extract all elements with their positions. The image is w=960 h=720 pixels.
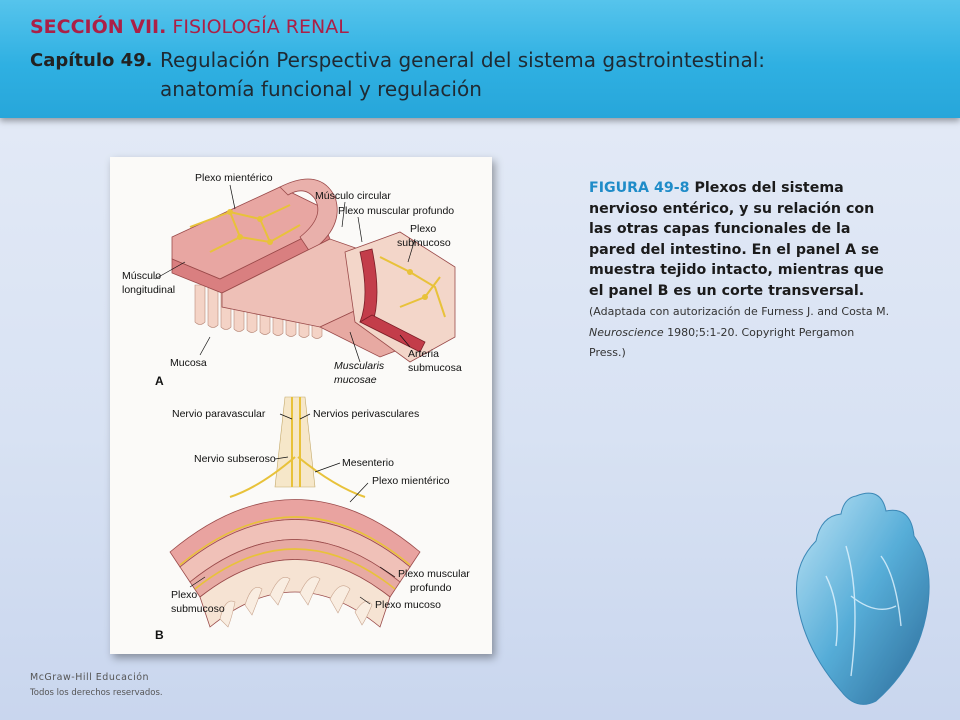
label-musculo-longitudinal-1: Músculo [122,270,161,282]
label-mesenterio: Mesenterio [342,457,394,469]
label-nervio-paravascular: Nervio paravascular [172,408,266,420]
figure-caption: FIGURA 49-8 Plexos del sistema nervioso … [589,178,894,363]
label-nervios-perivasculares: Nervios perivasculares [313,408,419,420]
label-plexo-mienterico-b: Plexo mientérico [372,475,450,487]
chapter-title-line2: anatomía funcional y regulación [160,77,482,101]
label-plexo-muscular-profundo-b-1: Plexo muscular [398,568,470,580]
section-number: SECCIÓN VII. [30,16,167,38]
chapter-label: Capítulo 49. [30,50,153,71]
figure-illustration: Plexo mientérico Músculo circular Plexo … [122,172,470,642]
section-name: FISIOLOGÍA RENAL [172,16,349,38]
label-nervio-subseroso: Nervio subseroso [194,453,276,465]
panel-a-illustration: Plexo mientérico Músculo circular Plexo … [122,172,462,388]
anatomy-figure: Plexo mientérico Músculo circular Plexo … [110,157,492,654]
panel-b-letter: B [155,628,164,642]
copyright-notice: Todos los derechos reservados. [30,688,163,698]
label-plexo-submucoso-a-2: submucoso [397,237,451,249]
caption-source: (Adaptada con autorización de Furness J.… [589,305,889,359]
figure-number: FIGURA 49-8 [589,180,690,196]
caption-source-journal: Neuroscience [589,325,664,339]
label-plexo-muscular-profundo-b-2: profundo [410,582,452,594]
label-muscularis-mucosae-1: Muscularis [334,360,385,372]
label-muscularis-mucosae-2: mucosae [334,374,377,386]
label-plexo-muscular-profundo-a: Plexo muscular profundo [338,205,454,217]
caption-source-pre: (Adaptada con autorización de Furness J.… [589,305,890,318]
label-plexo-mienterico-a: Plexo mientérico [195,172,273,184]
caption-source-post: 1980;5:1-20. Copyright Pergamon Press.) [589,325,855,360]
label-musculo-circular: Músculo circular [315,190,391,202]
header-banner: SECCIÓN VII. FISIOLOGÍA RENAL Capítulo 4… [0,0,960,118]
publisher-name: McGraw-Hill Educación [30,672,150,683]
section-title: SECCIÓN VII. FISIOLOGÍA RENAL [30,16,349,38]
label-plexo-mucoso: Plexo mucoso [375,599,441,611]
label-arteria-submucosa-2: submucosa [408,362,462,374]
label-plexo-submucoso-b-2: submucoso [171,603,225,615]
label-mucosa: Mucosa [170,357,207,369]
label-musculo-longitudinal-2: longitudinal [122,284,175,296]
label-plexo-submucoso-b-1: Plexo [171,589,197,601]
heart-logo [795,492,930,705]
label-arteria-submucosa-1: Arteria [408,348,439,360]
label-plexo-submucoso-a-1: Plexo [410,223,436,235]
chapter-title-line1: Regulación Perspectiva general del siste… [160,48,766,72]
panel-a-letter: A [155,374,164,388]
panel-b-illustration: Nervio paravascular Nervios perivascular… [155,396,470,642]
caption-period: . [858,282,865,299]
caption-main-text: Plexos del sistema nervioso entérico, y … [589,180,884,299]
